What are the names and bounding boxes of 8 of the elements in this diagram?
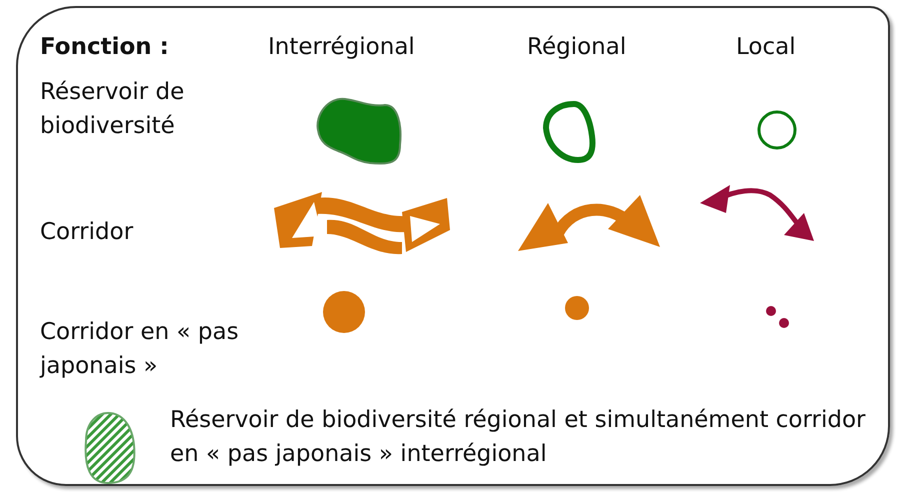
legend-text: Réservoir de biodiversité régional et simultanément corridor en « pas japonais » interrégional [170,406,867,469]
row-label: Corridor en « pas japonais » [40,318,240,381]
column-header: Régional [527,33,628,62]
column-header: Interrégional [268,33,416,62]
row-label: Réservoir de biodiversité [40,78,186,141]
column-header: Local [736,33,797,62]
column-header: Fonction : [40,33,170,62]
row-label: Corridor [40,218,134,247]
